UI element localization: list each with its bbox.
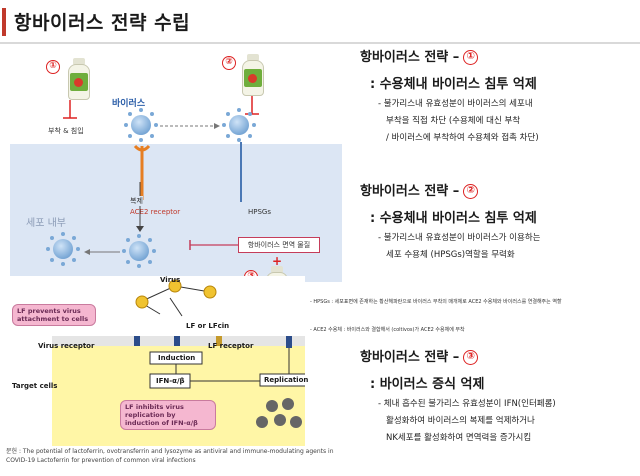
replication-label: 복제 bbox=[130, 196, 143, 206]
page-title: 항바이러스 전략 수립 bbox=[14, 12, 191, 34]
replication-label: Replication bbox=[264, 376, 309, 384]
strategy-heading-text: 항바이러스 전략 – bbox=[360, 350, 460, 365]
strategy-description: - 불가리스내 유효성분이 바이러스가 이용하는 세포 수용체 (HPSGs)역… bbox=[378, 230, 635, 264]
lf-prevents-box: LF prevents virus attachment to cells bbox=[12, 304, 96, 326]
inhibit-line bbox=[189, 240, 238, 250]
virus-icon bbox=[222, 108, 256, 142]
description-line: 활성화하여 바이러스의 복제를 억제하거나 bbox=[386, 416, 535, 426]
description-line: NK세포를 활성화하여 면역력을 증가시킴 bbox=[386, 433, 532, 443]
ifn-label: IFN-α/β bbox=[156, 377, 185, 385]
strategy-number: ① bbox=[463, 50, 479, 65]
antiviral-substance-box: 항바이러스 면역 물질 bbox=[238, 237, 320, 253]
ace2-note: - ACE2 수용체 : 바이러스와 결합해서 (coltivos)가 ACE2… bbox=[310, 327, 465, 333]
title-divider bbox=[0, 42, 640, 44]
virus-icon bbox=[122, 234, 156, 268]
lf-label: LF or LFcin bbox=[186, 322, 230, 330]
arrow-icon bbox=[84, 249, 120, 255]
strategy-heading: 항바이러스 전략 –③ bbox=[360, 346, 635, 365]
description-line: 부착을 직접 차단 (수용체에 대신 부착 bbox=[386, 116, 521, 126]
strategy-number: ② bbox=[463, 184, 479, 199]
lf-inhibits-box: LF inhibits virus replication by inducti… bbox=[120, 400, 216, 430]
plus-icon: + bbox=[272, 254, 283, 268]
hpsgs-note: - HPSGs : 세포표면에 존재하는 황산헤파란으로 바이러스 부착의 매개… bbox=[310, 299, 562, 305]
strategy-heading: 항바이러스 전략 –② bbox=[360, 180, 635, 199]
description-line: 세포 수용체 (HPSGs)역할을 무력화 bbox=[386, 250, 515, 260]
cell-interior-label: 세포 내부 bbox=[26, 218, 66, 229]
title-bar: 항바이러스 전략 수립 bbox=[0, 0, 640, 44]
target-cells-label: Target cells bbox=[12, 382, 58, 390]
description-line: - 체내 흡수된 불가리스 유효성분이 IFN(인터페롬) bbox=[378, 399, 556, 409]
bulgaris-bottle-icon bbox=[242, 54, 264, 96]
description-line: - 불가리스내 유효성분이 바이러스의 세포내 bbox=[378, 99, 533, 109]
ace2-label: ACE2 receptor bbox=[130, 208, 181, 216]
lf-receptor-label: LF receptor bbox=[208, 342, 254, 350]
virus-icon bbox=[124, 108, 158, 142]
block-icon bbox=[63, 100, 77, 119]
attach-entry-label: 부착 & 침입 bbox=[48, 127, 84, 135]
marker-2: ② bbox=[222, 56, 236, 70]
cell-interior-area bbox=[10, 144, 342, 282]
block-icon bbox=[245, 96, 259, 115]
strategy-heading-text: 항바이러스 전략 – bbox=[360, 184, 460, 199]
strategy-number: ③ bbox=[463, 350, 479, 365]
strategy-subtitle: : 수용체내 바이러스 침투 억제 bbox=[370, 77, 537, 92]
ace2-receptor-icon bbox=[133, 144, 151, 200]
virus-receptor-label: Virus receptor bbox=[38, 342, 95, 350]
hpsgs-receptor-icon bbox=[240, 142, 242, 202]
strategy-description: - 체내 흡수된 불가리스 유효성분이 IFN(인터페롬) 활성화하여 바이러스… bbox=[378, 396, 635, 447]
description-line: / 바이러스에 부착하여 수용체와 접촉 차단) bbox=[386, 133, 539, 143]
virus-label: 바이러스 bbox=[112, 99, 146, 109]
title-accent-bar bbox=[2, 8, 6, 36]
strategy-description: - 불가리스내 유효성분이 바이러스의 세포내 부착을 직접 차단 (수용체에 … bbox=[378, 96, 635, 147]
induction-label: Induction bbox=[158, 354, 196, 362]
down-arrow-icon bbox=[136, 182, 144, 232]
virus-label: Virus bbox=[160, 276, 181, 284]
strategy-heading-text: 항바이러스 전략 – bbox=[360, 50, 460, 65]
strategy-subtitle: : 수용체내 바이러스 침투 억제 bbox=[370, 211, 537, 226]
source-citation: 문헌 : The potential of lactoferrin, ovotr… bbox=[6, 448, 334, 464]
strategy-1: 항바이러스 전략 –① : 수용체내 바이러스 침투 억제 - 불가리스내 유효… bbox=[360, 46, 635, 147]
lactoferrin-diagram: Virus LF prevents virus attachment to ce… bbox=[10, 276, 309, 446]
strategy-2: 항바이러스 전략 –② : 수용체내 바이러스 침투 억제 - 불가리스내 유효… bbox=[360, 180, 635, 264]
arrow-icon bbox=[160, 123, 220, 129]
marker-1: ① bbox=[46, 60, 60, 74]
hpsgs-label: HPSGs bbox=[248, 208, 271, 216]
strategy-heading: 항바이러스 전략 –① bbox=[360, 46, 635, 65]
strategy-subtitle: : 바이러스 증식 억제 bbox=[370, 377, 485, 392]
strategy-3: 항바이러스 전략 –③ : 바이러스 증식 억제 - 체내 흡수된 불가리스 유… bbox=[360, 346, 635, 447]
mechanism-diagram: 세포 내부 ① 부착 & 침입 ② 바이러스 bbox=[10, 44, 342, 284]
bulgaris-bottle-icon bbox=[68, 58, 90, 100]
virus-icon bbox=[46, 232, 80, 266]
description-line: - 불가리스내 유효성분이 바이러스가 이용하는 bbox=[378, 233, 541, 243]
